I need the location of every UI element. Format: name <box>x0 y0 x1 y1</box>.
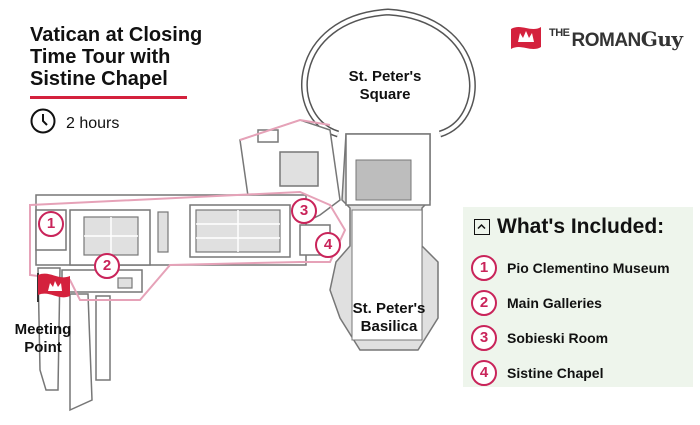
item-label: Sistine Chapel <box>507 364 604 381</box>
collapse-icon[interactable] <box>474 219 490 235</box>
item-label: Sobieski Room <box>507 329 609 346</box>
item-number-marker: 4 <box>471 359 497 386</box>
brand-guy: Guy <box>640 27 683 51</box>
brand-logo-icon <box>509 21 543 58</box>
item-label: Pio Clementino Museum <box>507 259 670 276</box>
brand-roman: ROMAN <box>571 30 642 51</box>
list-item: 3 Sobieski Room <box>471 320 670 355</box>
square-label: St. Peter's Square <box>348 68 422 103</box>
page-title: Vatican at Closing Time Tour with Sistin… <box>30 24 203 90</box>
list-item: 1 Pio Clementino Museum <box>471 250 670 285</box>
clock-icon <box>30 108 56 139</box>
item-number-marker: 1 <box>471 254 497 281</box>
meeting-point-label: Meeting Point <box>14 321 72 356</box>
courtyard-grid <box>84 210 280 255</box>
whats-included-panel: What's Included: 1 Pio Clementino Museum… <box>463 207 693 387</box>
map-marker-3[interactable]: 3 <box>291 198 317 224</box>
map-marker-2[interactable]: 2 <box>94 253 120 279</box>
list-item: 4 Sistine Chapel <box>471 355 670 390</box>
tour-route-basilica <box>239 118 331 141</box>
tour-duration: 2 hours <box>30 108 119 139</box>
flag-icon <box>37 273 70 302</box>
map-marker-1[interactable]: 1 <box>38 211 64 237</box>
list-item: 2 Main Galleries <box>471 285 670 320</box>
basilica-label: St. Peter's Basilica <box>352 300 426 335</box>
basilica-facade <box>355 159 412 201</box>
included-list: 1 Pio Clementino Museum 2 Main Galleries… <box>471 250 670 390</box>
panel-header[interactable]: What's Included: <box>474 215 664 239</box>
duration-text: 2 hours <box>66 114 120 132</box>
item-number-marker: 2 <box>471 289 497 316</box>
title-underline <box>30 96 187 99</box>
basilica-nave <box>351 209 423 341</box>
square-colonnade-inner <box>302 9 475 136</box>
item-label: Main Galleries <box>507 294 602 311</box>
panel-title: What's Included: <box>497 215 665 238</box>
brand-the: THE <box>549 27 570 39</box>
map-marker-4[interactable]: 4 <box>315 232 341 258</box>
item-number-marker: 3 <box>471 324 497 351</box>
